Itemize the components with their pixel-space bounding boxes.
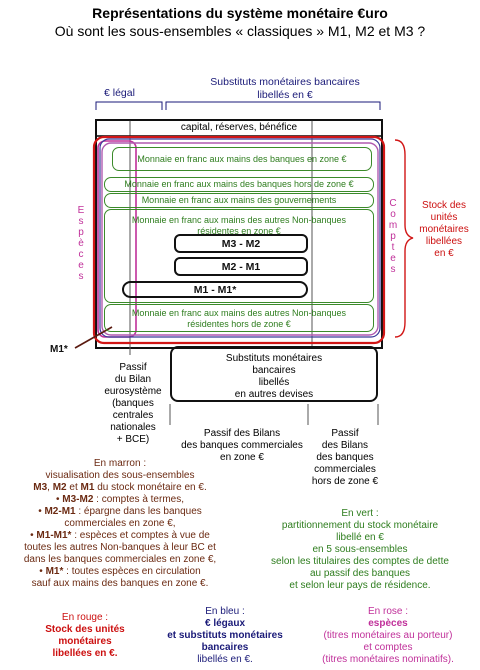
passif-banques-zone-line: Passif des Bilans: [203, 428, 281, 439]
green-box-banques-hors-zone: Monnaie en franc aux mains des banques h…: [104, 177, 374, 192]
especes-letter: s: [78, 271, 84, 282]
green-box-non-banques-zone: Monnaie en franc aux mains des autres No…: [104, 209, 374, 303]
legend-bleu: En bleu : € légaux et substituts monétai…: [167, 606, 283, 665]
legend-marron: En marron : visualisation des sous-ensem…: [23, 458, 217, 589]
substituts-devises-line: bancaires: [252, 365, 296, 376]
comptes-letter: s: [390, 264, 396, 275]
passif-banques-hors-line: commerciales: [314, 464, 376, 475]
legend-rouge-line: libellées en €.: [52, 648, 118, 659]
stock-line: Stock des: [422, 200, 466, 211]
passif-eurosysteme-line: + BCE): [116, 434, 150, 445]
stock-line: monétaires: [419, 224, 469, 235]
especes-letter: è: [78, 238, 84, 249]
label-m1star: M1*: [50, 344, 68, 355]
comptes-letter: e: [390, 253, 396, 264]
blue-frame: [99, 138, 381, 338]
legend-rose: En rose : espèces (titres monétaires au …: [322, 606, 454, 665]
stock-line: unités: [430, 212, 458, 223]
legend-vert-line: et selon leur pays de résidence.: [289, 580, 431, 591]
legend-vert-line: partitionnement du stock monétaire: [281, 520, 439, 531]
passif-eurosysteme-line: nationales: [110, 422, 156, 433]
page-title: Représentations du système monétaire €ur…: [92, 5, 388, 21]
legend-vert-line: au passif des banques: [309, 568, 411, 579]
stock-line: libellées: [425, 236, 463, 247]
box-m2-m1: M2 - M1: [174, 257, 308, 276]
label-euro-legal: € légal: [104, 87, 135, 99]
substituts-devises-line: Substituts monétaires: [225, 353, 323, 364]
especes-letter: E: [77, 205, 85, 216]
comptes-letter: o: [390, 209, 396, 220]
stock-frame: [92, 135, 386, 345]
green-box-gouvernements: Monnaie en franc aux mains des gouvernem…: [104, 193, 374, 208]
legend-vert: En vert :partitionnement du stock monéta…: [244, 508, 476, 592]
passif-banques-hors-line: des Bilans: [321, 440, 369, 451]
legend-rouge-line: monétaires: [58, 636, 112, 647]
especes-letter: c: [78, 249, 84, 260]
legend-vert-line: selon les titulaires des comptes de dett…: [271, 556, 449, 567]
bracket-substituts: [165, 101, 381, 110]
comptes-letter: p: [390, 231, 396, 242]
comptes-letter: t: [391, 242, 395, 253]
legend-vert-line: en 5 sous-ensembles: [312, 544, 408, 555]
passif-eurosysteme-line: Passif: [119, 362, 147, 373]
passif-banques-hors-line: des banques: [316, 452, 374, 463]
especes-letter: s: [78, 216, 84, 227]
red-brace: [394, 139, 414, 338]
comptes-letter: m: [388, 220, 398, 231]
comptes-frame: [101, 142, 379, 336]
legend-vert-line: libellé en €: [336, 532, 384, 543]
passif-banques-hors-line: Passif: [331, 428, 359, 439]
substituts-devises-line: libellés: [258, 377, 290, 388]
legend-rouge-line: Stock des unités: [45, 624, 125, 635]
green-box-banques-zone: Monnaie en franc aux mains des banques e…: [112, 147, 372, 171]
especes-letter: e: [78, 260, 84, 271]
green-box-non-banques-hors-zone: Monnaie en franc aux mains des autres No…: [104, 304, 374, 332]
box-m1-m1star: M1 - M1*: [122, 281, 308, 298]
especes-letter: p: [78, 227, 84, 238]
bracket-euro-legal: [95, 101, 163, 110]
capital-label: capital, réserves, bénéfice: [180, 122, 298, 133]
comptes-letter: C: [389, 198, 397, 209]
stock-line: en €: [434, 248, 454, 259]
legend-vert-head: En vert :: [341, 508, 379, 519]
page-subtitle: Où sont les sous-ensembles « classiques …: [54, 23, 426, 39]
passif-eurosysteme-line: (banques: [112, 398, 154, 409]
passif-eurosysteme-line: centrales: [112, 410, 154, 421]
box-m3-m2: M3 - M2: [174, 234, 308, 253]
passif-banques-zone-line: en zone €: [220, 452, 264, 463]
legend-rouge-head: En rouge :: [61, 612, 109, 623]
passif-eurosysteme-line: du Bilan: [114, 374, 152, 385]
substituts-devises-line: en autres devises: [234, 389, 314, 400]
passif-banques-hors-line: hors de zone €: [311, 476, 379, 487]
label-substituts: Substituts monétaires bancaires libellés…: [210, 76, 360, 101]
passif-eurosysteme-line: eurosystème: [104, 386, 162, 397]
passif-banques-zone-line: des banques commerciales: [181, 440, 303, 451]
